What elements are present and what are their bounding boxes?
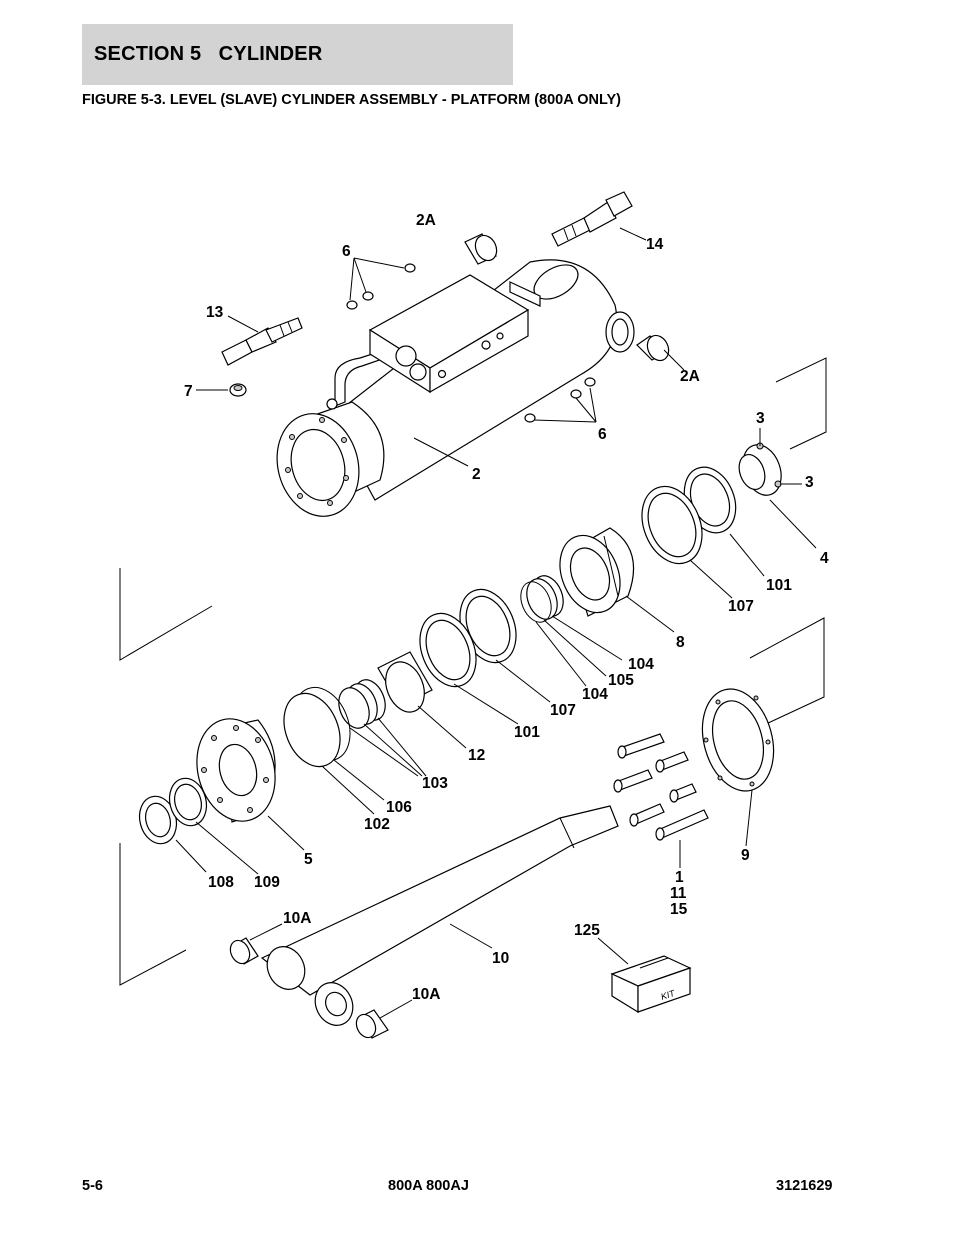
callout-10a: 10A bbox=[283, 910, 311, 927]
rings-104-105 bbox=[520, 575, 564, 623]
callout-107: 107 bbox=[550, 702, 576, 719]
callout-13: 13 bbox=[206, 304, 224, 321]
callout-5: 5 bbox=[304, 851, 313, 868]
section-header: SECTION 5 CYLINDER bbox=[82, 24, 513, 85]
callout-102: 102 bbox=[364, 816, 390, 833]
seal-107-mid bbox=[419, 612, 477, 688]
section-title: SECTION 5 CYLINDER bbox=[94, 43, 323, 65]
callout-2: 2 bbox=[472, 466, 481, 483]
model-number: 800A 800AJ bbox=[388, 1178, 469, 1194]
bushing-2a-top bbox=[464, 233, 498, 265]
leader-lines bbox=[175, 227, 817, 1019]
bushing-2a-right bbox=[636, 334, 670, 362]
fitting-14 bbox=[551, 191, 633, 247]
callout-2a: 2A bbox=[680, 368, 700, 385]
callout-12: 12 bbox=[468, 747, 485, 764]
rod-10 bbox=[260, 805, 619, 1026]
callout-6: 6 bbox=[598, 426, 607, 443]
callout-10a: 10A bbox=[412, 986, 440, 1003]
bleeder-assembly-4 bbox=[738, 442, 782, 496]
section-split-lines bbox=[119, 357, 827, 986]
page-number: 5-6 bbox=[82, 1178, 103, 1194]
callout-1: 1 bbox=[675, 869, 684, 886]
kit-label: KIT bbox=[660, 988, 678, 1002]
seal-109 bbox=[168, 777, 208, 827]
piston-8 bbox=[559, 527, 635, 617]
flange-plate-9 bbox=[701, 688, 775, 792]
callout-106: 106 bbox=[386, 799, 412, 816]
callout-125: 125 bbox=[574, 922, 600, 939]
seal-kit-box-125: KIT bbox=[610, 955, 692, 1014]
callout-15: 15 bbox=[670, 901, 688, 918]
callout-103: 103 bbox=[422, 775, 448, 792]
callout-108: 108 bbox=[208, 874, 234, 891]
callout-101: 101 bbox=[514, 724, 540, 741]
seal-107-upper bbox=[641, 485, 703, 565]
callout-11: 11 bbox=[670, 885, 687, 902]
callout-107: 107 bbox=[728, 598, 754, 615]
rings-106-102 bbox=[283, 686, 351, 768]
fitting-13 bbox=[221, 317, 303, 366]
callout-105: 105 bbox=[608, 672, 634, 689]
bolts-1 bbox=[613, 733, 709, 841]
callout-6: 6 bbox=[342, 243, 351, 260]
rings-103 bbox=[338, 679, 386, 729]
cylinder-head-5 bbox=[196, 718, 276, 823]
callout-labels: 2A 14 6 13 7 2A 6 2 3 3 4 101 107 8 104 … bbox=[184, 212, 829, 1003]
callout-104: 104 bbox=[582, 686, 608, 703]
callout-104: 104 bbox=[628, 656, 654, 673]
bushing-10a-top bbox=[229, 937, 259, 965]
callout-101: 101 bbox=[766, 577, 792, 594]
wiper-108 bbox=[138, 795, 178, 845]
callout-3: 3 bbox=[756, 410, 765, 427]
callout-2a: 2A bbox=[416, 212, 436, 229]
callout-4: 4 bbox=[820, 550, 829, 567]
callout-9: 9 bbox=[741, 847, 750, 864]
figure-title: FIGURE 5-3. LEVEL (SLAVE) CYLINDER ASSEM… bbox=[82, 92, 621, 108]
plugs-6 bbox=[346, 263, 596, 423]
callout-7: 7 bbox=[184, 383, 193, 400]
plug-7 bbox=[229, 383, 247, 397]
bushing-10a-bottom bbox=[355, 1009, 389, 1039]
valve-block bbox=[368, 274, 530, 394]
spacer-12 bbox=[377, 651, 433, 713]
callout-14: 14 bbox=[646, 236, 664, 253]
callout-3: 3 bbox=[805, 474, 814, 491]
document-number: 3121629 bbox=[776, 1178, 833, 1194]
callout-8: 8 bbox=[676, 634, 685, 651]
callout-10: 10 bbox=[492, 950, 509, 967]
cylinder-barrel bbox=[276, 259, 635, 517]
callout-109: 109 bbox=[254, 874, 280, 891]
